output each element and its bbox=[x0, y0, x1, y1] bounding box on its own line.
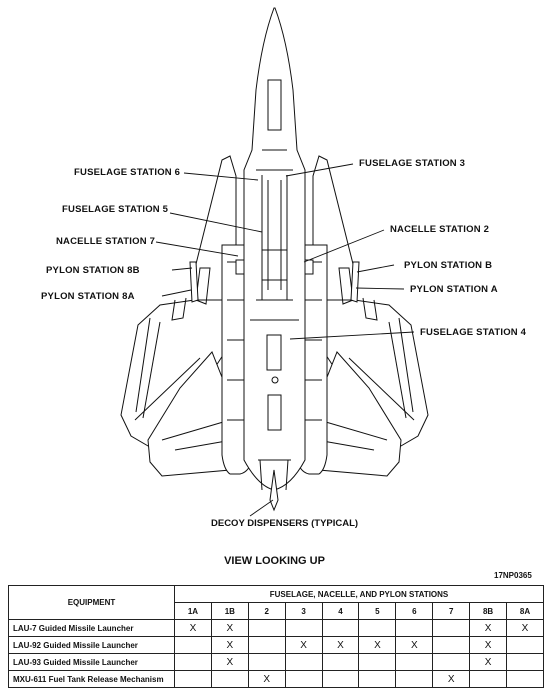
station-mark-cell bbox=[432, 636, 471, 654]
station-mark-cell: X bbox=[210, 619, 249, 637]
label-pylon-station-a: PYLON STATION A bbox=[410, 284, 498, 295]
equipment-header: EQUIPMENT bbox=[8, 585, 175, 620]
table-row: LAU-93 Guided Missile Launcher X X bbox=[8, 653, 544, 671]
station-header-cell: 1B bbox=[210, 602, 249, 620]
station-mark-cell bbox=[432, 653, 471, 671]
station-header-cell: 5 bbox=[358, 602, 397, 620]
station-mark-cell: X bbox=[395, 636, 434, 654]
station-mark-cell bbox=[321, 619, 360, 637]
station-mark-cell bbox=[506, 653, 544, 671]
view-title: VIEW LOOKING UP bbox=[224, 555, 325, 567]
ventral-fins bbox=[259, 459, 289, 512]
station-mark-cell: X bbox=[247, 670, 286, 688]
station-mark-cell bbox=[358, 619, 397, 637]
label-pylon-station-8b: PYLON STATION 8B bbox=[46, 265, 140, 276]
station-mark-cell bbox=[321, 653, 360, 671]
station-mark-cell: X bbox=[432, 670, 471, 688]
label-fuselage-station-3: FUSELAGE STATION 3 bbox=[359, 158, 466, 169]
table-row: MXU-611 Fuel Tank Release Mechanism X X bbox=[8, 670, 544, 688]
station-mark-cell bbox=[284, 619, 323, 637]
station-mark-cell bbox=[247, 636, 286, 654]
label-nacelle-station-7: NACELLE STATION 7 bbox=[56, 236, 156, 247]
station-mark-cell bbox=[358, 670, 397, 688]
station-mark-cell bbox=[506, 636, 544, 654]
station-mark-cell: X bbox=[284, 636, 323, 654]
station-mark-cell bbox=[321, 670, 360, 688]
station-mark-cell: X bbox=[469, 653, 508, 671]
station-mark-cell: X bbox=[358, 636, 397, 654]
aircraft-underside-diagram bbox=[120, 7, 429, 517]
station-mark-cell: X bbox=[506, 619, 544, 637]
label-fuselage-station-6: FUSELAGE STATION 6 bbox=[74, 167, 181, 178]
equipment-name-cell: LAU-92 Guided Missile Launcher bbox=[8, 636, 175, 654]
station-mark-cell bbox=[174, 653, 212, 671]
station-header-cell: 7 bbox=[432, 602, 471, 620]
equipment-name-cell: LAU-93 Guided Missile Launcher bbox=[8, 653, 175, 671]
leader-lines bbox=[155, 163, 415, 517]
right-wing bbox=[323, 295, 429, 451]
station-mark-cell bbox=[247, 653, 286, 671]
station-mark-cell: X bbox=[210, 653, 249, 671]
station-mark-cell: X bbox=[469, 636, 508, 654]
station-mark-cell bbox=[432, 619, 471, 637]
equipment-name-cell: LAU-7 Guided Missile Launcher bbox=[8, 619, 175, 637]
label-pylon-station-b: PYLON STATION B bbox=[404, 260, 493, 271]
station-mark-cell bbox=[174, 670, 212, 688]
station-header-cell: 1A bbox=[174, 602, 212, 620]
label-decoy-dispensers: DECOY DISPENSERS (TYPICAL) bbox=[211, 518, 359, 529]
station-header-cell: 6 bbox=[395, 602, 434, 620]
station-mark-cell bbox=[469, 670, 508, 688]
fuselage bbox=[243, 7, 306, 491]
equipment-stations-table: EQUIPMENT FUSELAGE, NACELLE, AND PYLON S… bbox=[8, 585, 544, 688]
station-mark-cell bbox=[395, 619, 434, 637]
station-mark-cell bbox=[358, 653, 397, 671]
station-mark-cell bbox=[210, 670, 249, 688]
station-header-cell: 8B bbox=[469, 602, 508, 620]
table-header-row: EQUIPMENT FUSELAGE, NACELLE, AND PYLON S… bbox=[8, 585, 544, 620]
station-mark-cell bbox=[284, 653, 323, 671]
station-mark-cell bbox=[395, 670, 434, 688]
left-wing bbox=[120, 295, 226, 451]
figure-id: 17NP0365 bbox=[494, 571, 532, 580]
station-mark-cell bbox=[506, 670, 544, 688]
station-mark-cell bbox=[174, 636, 212, 654]
station-mark-cell bbox=[247, 619, 286, 637]
label-fuselage-station-4: FUSELAGE STATION 4 bbox=[420, 327, 527, 338]
station-header-cell: 3 bbox=[284, 602, 323, 620]
station-header-cell: 8A bbox=[506, 602, 544, 620]
station-mark-cell bbox=[395, 653, 434, 671]
station-mark-cell: X bbox=[469, 619, 508, 637]
station-mark-cell: X bbox=[321, 636, 360, 654]
label-fuselage-station-5: FUSELAGE STATION 5 bbox=[62, 204, 169, 215]
label-nacelle-station-2: NACELLE STATION 2 bbox=[390, 224, 490, 235]
equipment-name-cell: MXU-611 Fuel Tank Release Mechanism bbox=[8, 670, 175, 688]
station-header-cell: 4 bbox=[321, 602, 360, 620]
station-header-cell: 2 bbox=[247, 602, 286, 620]
stations-header: FUSELAGE, NACELLE, AND PYLON STATIONS bbox=[174, 585, 544, 603]
station-mark-cell: X bbox=[174, 619, 212, 637]
label-pylon-station-8a: PYLON STATION 8A bbox=[41, 291, 135, 302]
station-mark-cell bbox=[284, 670, 323, 688]
station-mark-cell: X bbox=[210, 636, 249, 654]
